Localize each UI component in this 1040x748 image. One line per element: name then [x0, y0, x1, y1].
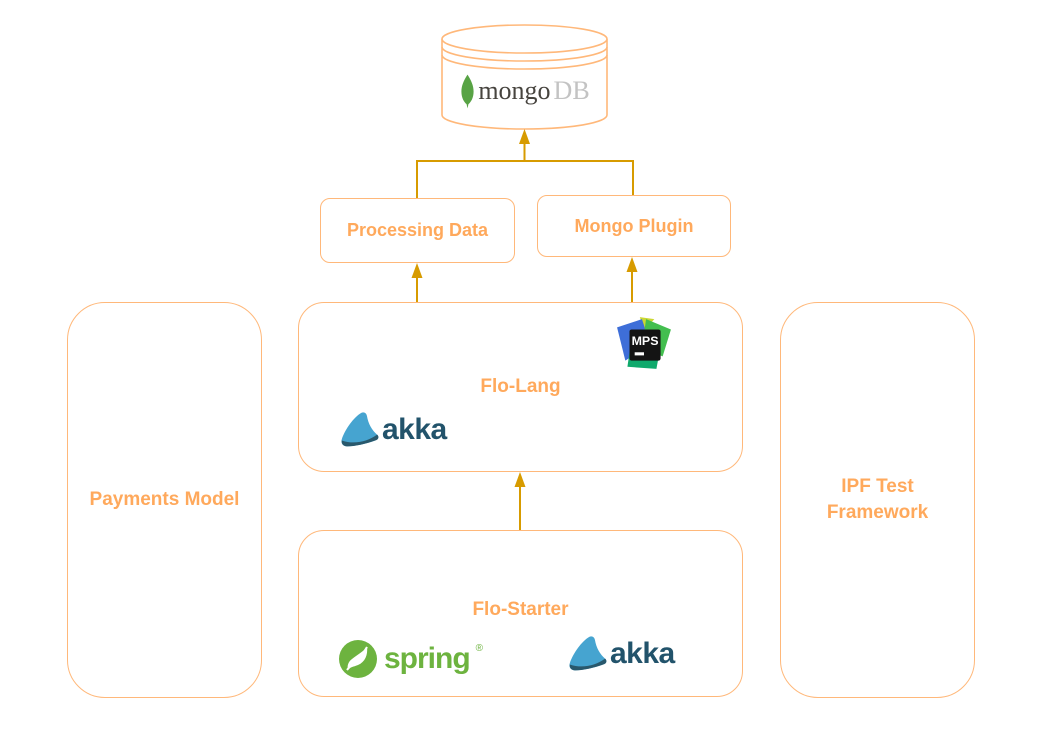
arrowhead-flo-lang	[514, 472, 526, 487]
spring-trademark: ®	[475, 643, 484, 654]
mongodb-brand-suffix: DB	[553, 76, 590, 105]
node-mongo-plugin: Mongo Plugin	[537, 195, 731, 257]
payments-model-label: Payments Model	[89, 489, 240, 511]
akka-icon	[341, 412, 379, 447]
spring-logo: spring ®	[338, 639, 483, 679]
akka-logo-flo-starter: akka	[566, 632, 675, 676]
arrowhead-processing-data	[411, 263, 423, 278]
mps-logo-text: MPS	[632, 334, 659, 348]
spring-icon	[339, 640, 377, 678]
node-flo-lang: Flo-Lang	[298, 302, 743, 472]
mongodb-brand-text: mongo	[478, 76, 551, 105]
mongodb-cylinder-top	[441, 24, 608, 54]
node-ipf-test-framework: IPF Test Framework	[780, 302, 975, 698]
node-payments-model: Payments Model	[67, 302, 262, 698]
ipf-label-line-1: IPF Test	[841, 476, 914, 498]
mps-logo-icon: MPS	[617, 317, 671, 369]
processing-data-label: Processing Data	[346, 220, 489, 241]
mongodb-cylinder-body	[441, 39, 608, 130]
arrowhead-to-mongodb	[519, 129, 530, 144]
mongo-plugin-label: Mongo Plugin	[574, 215, 694, 236]
mongodb-leaf-icon	[461, 74, 474, 108]
akka-icon	[569, 636, 607, 671]
mongodb-cylinder	[441, 24, 608, 130]
ipf-test-framework-label: IPF Test Framework	[827, 474, 928, 525]
flo-starter-label: Flo-Starter	[472, 599, 569, 620]
akka-logo-flo-lang: akka	[338, 408, 447, 452]
spring-logo-text: spring	[384, 642, 471, 675]
flo-lang-label: Flo-Lang	[480, 376, 561, 398]
akka-logo-text: akka	[382, 413, 447, 446]
ipf-label-line-2: Framework	[826, 502, 929, 523]
akka-logo-text: akka	[610, 637, 675, 670]
arrowhead-mongo-plugin	[626, 257, 638, 272]
node-processing-data: Processing Data	[320, 198, 515, 263]
mongodb-cylinder-ring-2	[441, 54, 608, 70]
mongodb-cylinder-ring-1	[441, 46, 608, 62]
